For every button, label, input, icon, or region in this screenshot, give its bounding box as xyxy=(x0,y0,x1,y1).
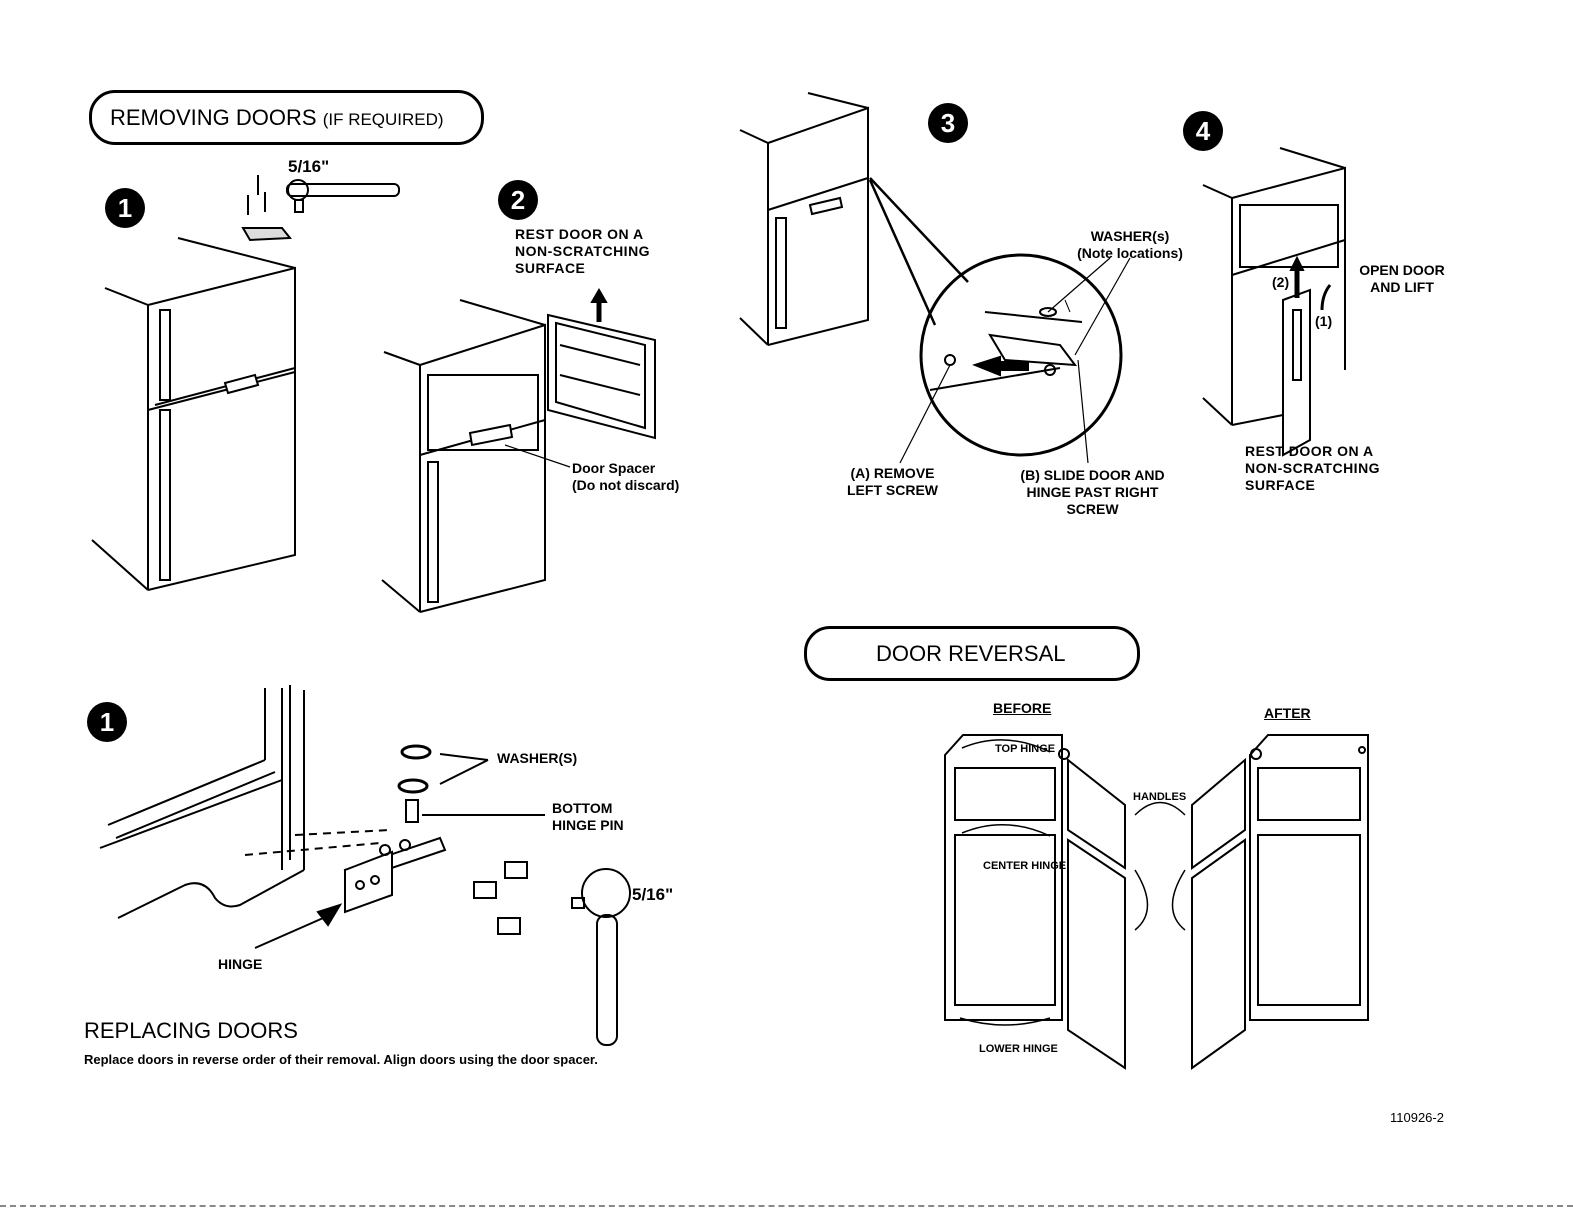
removing-doors-title-paren: (IF REQUIRED) xyxy=(322,110,444,129)
wrench-size-label-top: 5/16" xyxy=(288,157,330,176)
step-2-rest-note-line-1: REST DOOR ON A xyxy=(515,226,644,242)
door-reversal-before-drawing xyxy=(944,734,1186,1070)
step-3-washers-line-1: WASHER(s) xyxy=(1090,228,1170,244)
top-hinge-label: TOP HINGE xyxy=(995,743,1056,755)
step-4-marker-2: (2) xyxy=(1272,274,1290,290)
open-door-line-1: OPEN DOOR xyxy=(1359,262,1445,278)
removing-doors-header xyxy=(89,90,484,145)
bottom-hinge-pin-line-1: BOTTOM xyxy=(552,800,613,816)
remove-left-screw-line-1: (A) REMOVE xyxy=(850,465,935,481)
door-spacer-label-line-2: (Do not discard) xyxy=(572,477,680,493)
door-reversal-title: DOOR REVERSAL xyxy=(876,641,1066,666)
lower-hinge-label: LOWER HINGE xyxy=(979,1043,1058,1055)
slide-door-line-2: HINGE PAST RIGHT xyxy=(1026,484,1159,500)
fridge-step4-drawing xyxy=(1202,147,1346,457)
after-label: AFTER xyxy=(1264,705,1311,721)
door-spacer-label-line-1: Door Spacer xyxy=(572,460,656,476)
door-spacer-label: Door Spacer (Do not discard) xyxy=(572,460,679,494)
open-door-label: OPEN DOOR AND LIFT xyxy=(1352,262,1452,296)
center-hinge-label: CENTER HINGE xyxy=(983,860,1067,872)
slide-door-label: (B) SLIDE DOOR AND HINGE PAST RIGHT SCRE… xyxy=(1010,467,1175,518)
step-1-badge: 1 xyxy=(105,188,145,228)
step-4-rest-note-line-2: NON-SCRATCHING xyxy=(1245,460,1381,476)
step-3-badge: 3 xyxy=(928,103,968,143)
wrench-size-label-bottom: 5/16" xyxy=(632,885,674,904)
handles-label: HANDLES xyxy=(1133,791,1187,803)
bottom-hinge-drawing xyxy=(99,685,631,1046)
replacing-doors-title: REPLACING DOORS xyxy=(84,1018,298,1043)
document-number: 110926-2 xyxy=(1390,1110,1444,1125)
page-bottom-border xyxy=(0,1205,1573,1207)
removing-doors-title-main: REMOVING DOORS xyxy=(110,105,317,130)
step-2-rest-note: REST DOOR ON A NON-SCRATCHING SURFACE xyxy=(515,226,650,277)
step-3-washers-label: WASHER(s) (Note locations) xyxy=(1065,228,1195,262)
fridge-step2-drawing xyxy=(381,288,656,613)
remove-left-screw-label: (A) REMOVE LEFT SCREW xyxy=(835,465,950,499)
step-4-rest-note: REST DOOR ON A NON-SCRATCHING SURFACE xyxy=(1245,443,1380,494)
open-door-line-2: AND LIFT xyxy=(1370,279,1434,295)
door-reversal-after-drawing xyxy=(1191,734,1369,1070)
door-reversal-header xyxy=(804,626,1140,681)
step-2-badge: 2 xyxy=(498,180,538,220)
step-2-rest-note-line-2: NON-SCRATCHING xyxy=(515,243,651,259)
bottom-washers-label: WASHER(S) xyxy=(497,750,578,766)
bottom-hinge-pin-label: BOTTOM HINGE PIN xyxy=(552,800,624,834)
bottom-hinge-pin-line-2: HINGE PIN xyxy=(552,817,624,833)
hinge-label: HINGE xyxy=(218,956,263,972)
replacing-doors-text: Replace doors in reverse order of their … xyxy=(84,1052,598,1067)
step-4-marker-1: (1) xyxy=(1315,313,1333,329)
fridge-step1-drawing xyxy=(91,175,400,591)
slide-door-line-3: SCREW xyxy=(1066,501,1119,517)
step-4-badge: 4 xyxy=(1183,111,1223,151)
remove-left-screw-line-2: LEFT SCREW xyxy=(847,482,938,498)
before-label: BEFORE xyxy=(993,700,1052,716)
step-4-rest-note-line-1: REST DOOR ON A xyxy=(1245,443,1374,459)
step-3-washers-line-2: (Note locations) xyxy=(1077,245,1183,261)
step-4-rest-note-line-3: SURFACE xyxy=(1245,477,1316,493)
slide-door-line-1: (B) SLIDE DOOR AND xyxy=(1020,467,1165,483)
bottom-hinge-step-badge: 1 xyxy=(87,702,127,742)
fridge-step3-drawing xyxy=(739,92,1131,464)
step-2-rest-note-line-3: SURFACE xyxy=(515,260,586,276)
removing-doors-title: REMOVING DOORS (IF REQUIRED) xyxy=(110,105,444,131)
